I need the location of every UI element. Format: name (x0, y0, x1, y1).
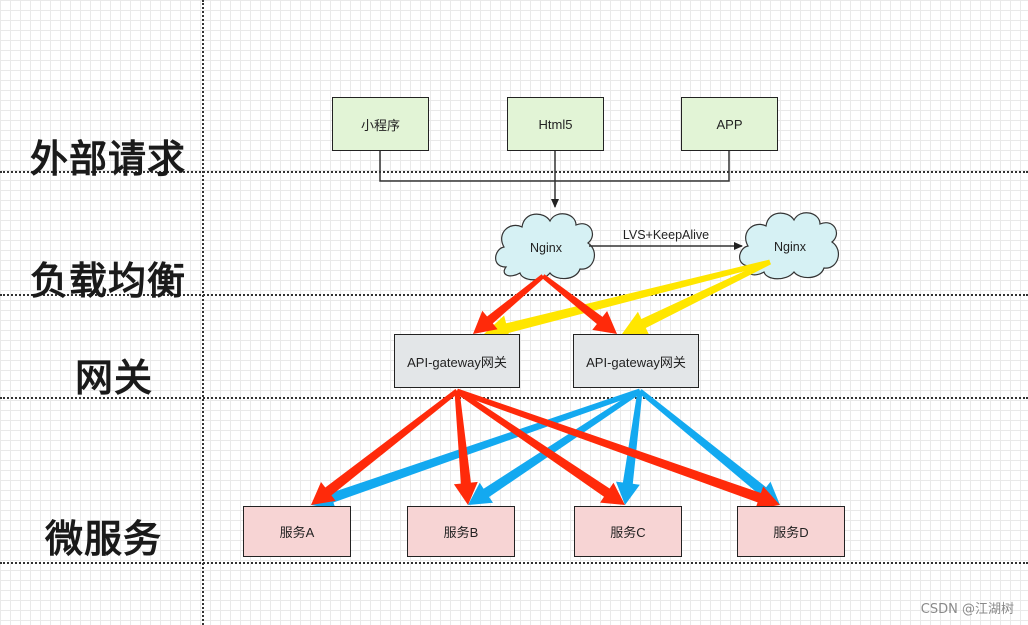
route-arrow-backup-to-gateway-2 (622, 259, 772, 336)
route-arrow-gateway1-to-service-b (453, 390, 478, 505)
route-arrows (311, 259, 780, 510)
separator-line (0, 294, 1028, 296)
client-mini-program[interactable]: 小程序 (332, 97, 429, 151)
route-arrow-gateway2-to-service-d (638, 389, 780, 505)
service-d[interactable]: 服务D (737, 506, 845, 557)
nginx-primary-cloud[interactable]: Nginx (495, 213, 596, 281)
separator-line (0, 562, 1028, 564)
service-a[interactable]: 服务A (243, 506, 351, 557)
route-arrow-gateway2-to-service-a (311, 388, 641, 510)
route-arrow-gateway1-to-service-c (455, 388, 625, 505)
route-arrow-gateway2-to-service-b (468, 388, 642, 505)
label-column-divider (202, 0, 204, 625)
route-arrow-backup-to-gateway-1 (484, 259, 771, 341)
api-gateway-2[interactable]: API-gateway网关 (573, 334, 699, 388)
separator-line (0, 171, 1028, 173)
client-app[interactable]: APP (681, 97, 778, 151)
layer-label-load-balancing: 负载均衡 (30, 259, 187, 303)
layer-label-gateway: 网关 (75, 356, 154, 400)
keepalive-link-label: LVS+KeepAlive (623, 228, 709, 242)
separator-line (0, 397, 1028, 399)
watermark: CSDN @江湖树 (920, 602, 1014, 617)
service-c[interactable]: 服务C (574, 506, 682, 557)
layer-label-external: 外部请求 (30, 137, 187, 181)
route-arrow-primary-to-gateway-1 (473, 274, 545, 334)
service-b[interactable]: 服务B (407, 506, 515, 557)
route-arrow-gateway1-to-service-a (311, 389, 459, 505)
route-arrow-gateway1-to-service-d (456, 388, 780, 509)
route-arrow-primary-to-gateway-2 (541, 274, 617, 334)
layer-label-microservices: 微服务 (45, 517, 163, 561)
api-gateway-1[interactable]: API-gateway网关 (394, 334, 520, 388)
client-html5[interactable]: Html5 (507, 97, 604, 151)
nginx-backup-label: Nginx (774, 240, 807, 254)
client-connector (379, 151, 730, 208)
nginx-primary-label: Nginx (530, 241, 563, 255)
